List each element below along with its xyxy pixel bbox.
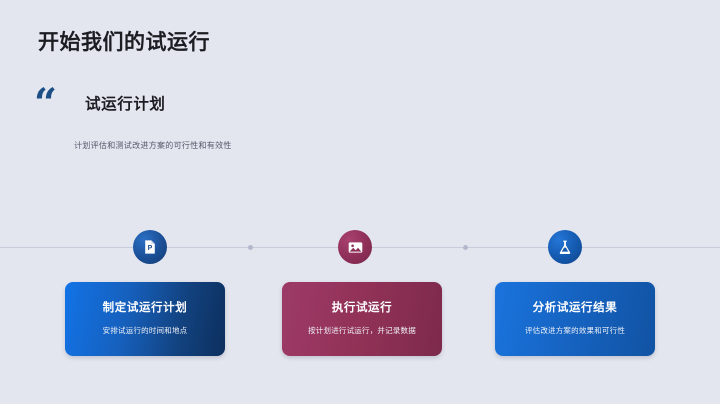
quote-row: “ 试运行计划	[34, 80, 454, 127]
step-card-title: 执行试运行	[331, 301, 393, 314]
step-card-3[interactable]: 分析试运行结果 评估改进方案的效果和可行性	[495, 282, 655, 356]
step-card-title: 制定试运行计划	[102, 301, 188, 314]
svg-text:P: P	[148, 245, 153, 252]
image-icon	[348, 241, 362, 253]
step-card-description: 安排试运行的时间和地点	[102, 325, 188, 335]
step-card-1[interactable]: 制定试运行计划 安排试运行的时间和地点	[65, 282, 225, 356]
step-card-title: 分析试运行结果	[532, 301, 618, 314]
step-icon-image[interactable]	[338, 230, 372, 264]
document-p-icon: P	[145, 240, 155, 254]
step-icon-document-p[interactable]: P	[133, 230, 167, 264]
timeline-dot-1	[248, 244, 253, 250]
step-card-description: 按计划进行试运行，并记录数据	[308, 325, 416, 335]
step-card-2[interactable]: 执行试运行 按计划进行试运行，并记录数据	[282, 282, 442, 356]
step-icon-flask[interactable]	[548, 230, 582, 264]
section-heading: 试运行计划	[85, 96, 166, 113]
flask-icon	[559, 240, 571, 254]
step-card-description: 评估改进方案的效果和可行性	[524, 325, 626, 335]
quote-block: “ 试运行计划 计划评估和测试改进方案的可行性和有效性	[34, 80, 454, 150]
timeline-dot-2	[463, 244, 468, 250]
section-subtitle: 计划评估和测试改进方案的可行性和有效性	[74, 141, 232, 150]
page-title: 开始我们的试运行	[38, 31, 210, 54]
quote-mark-icon: “	[34, 80, 58, 127]
